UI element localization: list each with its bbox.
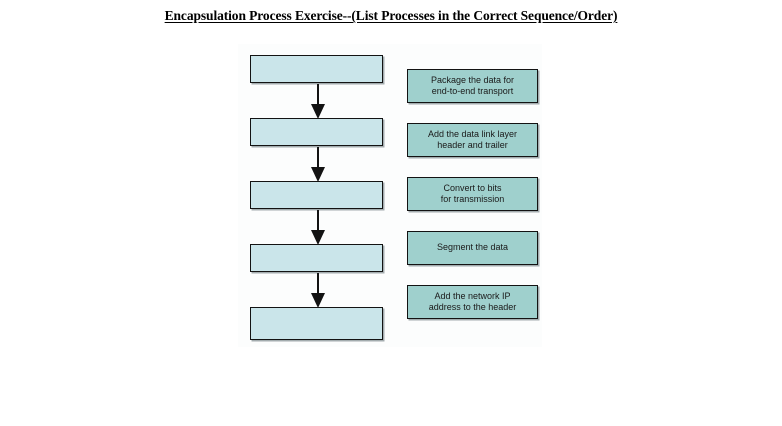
arrow-head-icon	[311, 167, 325, 182]
flow-arrow-2	[310, 147, 326, 182]
flow-arrow-1	[310, 84, 326, 119]
arrow-shaft	[317, 273, 319, 295]
process-choice-3-text: Convert to bits for transmission	[441, 183, 505, 206]
process-choice-5-text: Add the network IP address to the header	[429, 291, 517, 314]
process-choice-2-text: Add the data link layer header and trail…	[428, 129, 517, 152]
process-choice-5-line1: Add the network IP	[434, 290, 511, 301]
answer-box-3[interactable]	[250, 181, 383, 209]
process-choice-3[interactable]: Convert to bits for transmission	[407, 177, 538, 211]
answer-box-2[interactable]	[250, 118, 383, 146]
arrow-head-icon	[311, 230, 325, 245]
flow-arrow-3	[310, 210, 326, 245]
answer-box-1[interactable]	[250, 55, 383, 83]
process-choice-5-line2: address to the header	[428, 302, 517, 312]
process-choice-1[interactable]: Package the data for end-to-end transpor…	[407, 69, 538, 103]
process-choice-4-text: Segment the data	[437, 242, 508, 254]
arrow-head-icon	[311, 104, 325, 119]
answer-box-4[interactable]	[250, 244, 383, 272]
process-choice-4[interactable]: Segment the data	[407, 231, 538, 265]
process-choice-1-line1: Package the data for	[430, 74, 515, 85]
process-choice-3-line2: for transmission	[440, 194, 505, 204]
process-choice-1-line2: end-to-end transport	[431, 86, 514, 96]
process-choice-2[interactable]: Add the data link layer header and trail…	[407, 123, 538, 157]
arrow-head-icon	[311, 293, 325, 308]
process-choice-2-line2: header and trailer	[437, 140, 508, 150]
process-choice-3-line1: Convert to bits	[443, 182, 502, 193]
arrow-shaft	[317, 147, 319, 169]
process-choice-2-line1: Add the data link layer	[427, 128, 518, 139]
process-choice-1-text: Package the data for end-to-end transpor…	[431, 75, 514, 98]
answer-box-5[interactable]	[250, 307, 383, 340]
page-title: Encapsulation Process Exercise--(List Pr…	[164, 8, 618, 23]
arrow-shaft	[317, 210, 319, 232]
flow-arrow-4	[310, 273, 326, 308]
process-choice-4-line1: Segment the data	[436, 242, 509, 253]
arrow-shaft	[317, 84, 319, 106]
process-choice-5[interactable]: Add the network IP address to the header	[407, 285, 538, 319]
